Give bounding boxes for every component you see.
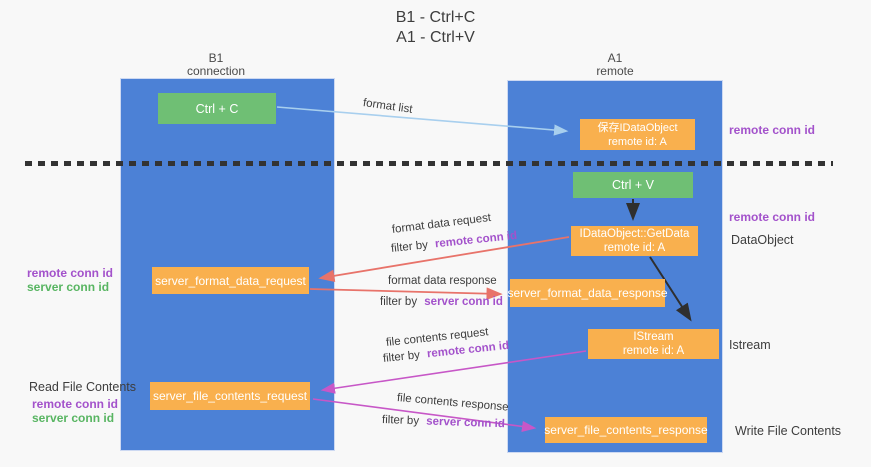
format-data-response-label: format data response (388, 275, 497, 287)
ctrl-v-box: Ctrl + V (573, 172, 693, 198)
getdata-line2: remote id: A (603, 242, 666, 254)
left-bottom-conn-id-annotations: remote conn id server conn id (32, 397, 118, 425)
server-file-contents-request-label: server_file_contents_request (152, 389, 308, 403)
idataobject-getdata-box: IDataObject::GetData remote id: A (571, 226, 698, 256)
format-data-request-text: format data request (391, 211, 492, 236)
file-contents-response-filter-label: filter by server conn id (382, 414, 505, 430)
file-contents-response-text: file contents response (396, 392, 509, 414)
server-conn-id-annotation-bottom-left: server conn id (32, 411, 115, 425)
save-idataobject-line2: remote id: A (608, 135, 667, 148)
ctrl-c-box: Ctrl + C (158, 93, 276, 124)
left-mid-conn-id-annotations: remote conn id server conn id (27, 266, 113, 294)
lane-header-a1: A1 remote (545, 52, 685, 78)
server-format-data-response-label: server_format_data_response (507, 286, 668, 300)
filter-by-text: filter by (380, 296, 418, 308)
format-data-response-arrow (309, 287, 503, 300)
remote-conn-id-annotation-left: remote conn id (27, 266, 114, 280)
filter-by-text: filter by (382, 349, 421, 365)
lane-a1-role: remote (596, 64, 634, 78)
remote-conn-id-annotation-bottom-left: remote conn id (32, 397, 119, 411)
server-file-contents-response-label: server_file_contents_response (544, 423, 708, 437)
ctrl-c-label: Ctrl + C (195, 101, 239, 116)
filter-by-text: filter by (381, 414, 420, 428)
server-file-contents-request-box: server_file_contents_request (150, 382, 310, 410)
istream-box: IStream remote id: A (588, 329, 719, 359)
remote-conn-id-annotation-mid: remote conn id (729, 210, 816, 224)
lane-header-b1: B1 connection (146, 52, 286, 78)
istream-line1: IStream (633, 331, 674, 343)
lane-b1-name: B1 (208, 51, 224, 65)
phase-separator-dashed-line (25, 161, 833, 166)
save-idataobject-box: 保存IDataObject remote id: A (580, 119, 695, 150)
istream-annotation: Istream (729, 338, 771, 352)
format-data-request-label: format data request (391, 212, 491, 236)
server-conn-id-text: server conn id (424, 296, 503, 308)
format-list-text: format list (362, 97, 414, 116)
title-line-1: B1 - Ctrl+C (395, 9, 476, 26)
file-contents-response-label: file contents response (396, 392, 508, 414)
lane-a1-name: A1 (607, 51, 623, 65)
server-format-data-response-box: server_format_data_response (507, 279, 668, 307)
save-idataobject-line1: 保存IDataObject (597, 121, 678, 134)
format-list-label: format list (362, 97, 413, 116)
format-data-response-filter-label: filter by server conn id (380, 296, 503, 308)
read-file-contents-annotation: Read File Contents (29, 380, 137, 394)
getdata-line1: IDataObject::GetData (579, 228, 690, 240)
format-data-response-text: format data response (388, 275, 497, 287)
remote-conn-id-annotation-top: remote conn id (729, 123, 816, 137)
server-format-data-request-box: server_format_data_request (152, 267, 309, 294)
istream-line2: remote id: A (622, 345, 685, 357)
dataobject-annotation: DataObject (731, 233, 794, 247)
server-format-data-request-label: server_format_data_request (155, 273, 306, 288)
remote-conn-id-text: remote conn id (434, 229, 518, 251)
server-conn-id-text: server conn id (426, 415, 506, 431)
lane-b1-role: connection (186, 64, 246, 78)
server-file-contents-response-box: server_file_contents_response (544, 417, 708, 443)
filter-by-text: filter by (390, 239, 429, 255)
diagram-title: B1 - Ctrl+C A1 - Ctrl+V (0, 8, 871, 48)
server-conn-id-annotation-left: server conn id (27, 280, 110, 294)
title-line-2: A1 - Ctrl+V (396, 29, 475, 46)
ctrl-v-label: Ctrl + V (611, 178, 655, 192)
write-file-contents-annotation: Write File Contents (735, 424, 842, 438)
